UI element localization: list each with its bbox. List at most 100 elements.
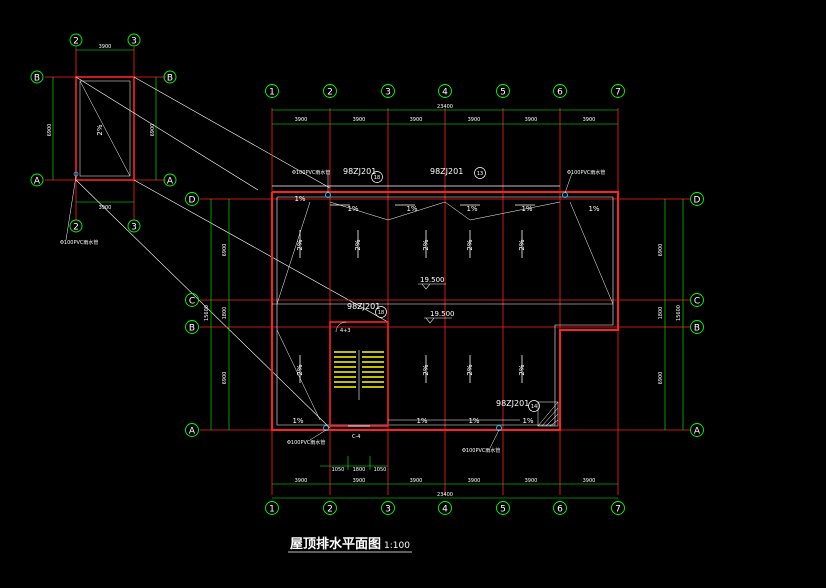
- axis-bubble-4-bottom: 4: [438, 501, 452, 515]
- dim-top-6: 3900: [583, 117, 596, 123]
- axis-bubbles-top: 1 2 3 4 5 6 7: [265, 84, 625, 98]
- axis-bubble-7-bottom: 7: [611, 501, 625, 515]
- dim-top-3: 3900: [410, 117, 423, 123]
- dim-left-1: 6900: [222, 244, 228, 257]
- small-axis-bubble-b-left: B: [30, 70, 44, 84]
- drain-note-2: Φ100PVC雨水管: [567, 169, 605, 176]
- dim-bottom-4: 3900: [468, 478, 481, 484]
- axis-label-4-bottom: 4: [442, 505, 448, 515]
- ridge-diagonal-1: [276, 201, 311, 305]
- axis-label-2-bottom: 2: [327, 505, 333, 515]
- axis-bubble-1-top: 1: [265, 84, 279, 98]
- axis-label-d-right: D: [694, 196, 701, 206]
- axis-label-1-top: 1: [269, 88, 275, 98]
- axis-label-3-bottom: 3: [385, 505, 391, 515]
- axis-label-7-top: 7: [615, 88, 621, 98]
- elevation-mark-2: 19.500: [424, 310, 455, 324]
- axis-bubble-6-bottom: 6: [553, 501, 567, 515]
- dim-left-3: 6900: [222, 372, 228, 385]
- small-width-dim-top: 3900: [99, 44, 112, 50]
- ridge-diagonal-3: [387, 201, 446, 221]
- dim-top-2: 3900: [353, 117, 366, 123]
- small-height-dim-right: 6900: [150, 124, 156, 137]
- slope-vertical-1: 2%: [296, 239, 304, 250]
- slope-top-3: 1%: [406, 205, 417, 213]
- elevation-mark-1: 19.500: [418, 276, 446, 290]
- axis-bubble-4-top: 4: [438, 84, 452, 98]
- axis-label-4-top: 4: [442, 88, 448, 98]
- detail-ref-4-text: 98ZJ201: [496, 399, 529, 408]
- roof-drains: [309, 172, 573, 449]
- drain-note-1: Φ100PVC雨水管: [292, 169, 330, 176]
- axis-bubble-a-right: A: [690, 423, 704, 437]
- dim-right-2: 1800: [658, 307, 664, 320]
- slope-vertical-3: 2%: [422, 239, 430, 250]
- axis-label-c-right: C: [694, 297, 700, 307]
- slope-vertical-6: 2%: [296, 364, 304, 375]
- small-axis-label-2-top: 2: [73, 37, 79, 47]
- elevation-label-1: 19.500: [420, 276, 445, 284]
- axis-label-a-right: A: [694, 427, 701, 437]
- dim-bottom-2: 3900: [353, 478, 366, 484]
- small-axis-label-3-bottom: 3: [131, 223, 137, 233]
- door-dim-1: 1050: [332, 467, 345, 473]
- detail-ref-3-num: 18: [378, 310, 384, 316]
- axis-label-d-left: D: [189, 196, 196, 206]
- detail-ref-4: 98ZJ201 14: [496, 399, 540, 412]
- roof-hatch: [537, 401, 559, 427]
- dim-bottom-1: 3900: [295, 478, 308, 484]
- axis-label-5-top: 5: [500, 88, 506, 98]
- slope-bottom-1: 1%: [292, 417, 303, 425]
- detail-ref-2-num: 18: [374, 175, 380, 181]
- dim-top-1: 3900: [295, 117, 308, 123]
- door-dim-3: 1050: [374, 467, 387, 473]
- axis-label-5-bottom: 5: [500, 505, 506, 515]
- dim-top-5: 3900: [525, 117, 538, 123]
- axis-bubble-7-top: 7: [611, 84, 625, 98]
- axis-label-2-top: 2: [327, 88, 333, 98]
- dim-bottom-6: 3900: [583, 478, 596, 484]
- dim-right-total: 15600: [676, 305, 682, 321]
- slope-top-6: 1%: [588, 205, 599, 213]
- dim-bottom-5: 3900: [525, 478, 538, 484]
- drawing-title: 屋顶排水平面图: [290, 536, 381, 552]
- detail-ref-2-text: 98ZJ201: [343, 167, 376, 176]
- ridge-diagonal-7: [276, 329, 321, 421]
- parapet-inner-line: [276, 196, 614, 426]
- projection-line-4: [133, 179, 389, 323]
- axis-bubble-c-right: C: [690, 293, 704, 307]
- stair-treads: [334, 351, 384, 388]
- small-drain-note: Φ100PVC雨水管: [60, 239, 98, 246]
- elevation-label-2: 19.500: [430, 310, 455, 318]
- detail-ref-3-text: 98ZJ201: [347, 302, 380, 311]
- axis-bubble-b-right: B: [690, 320, 704, 334]
- slope-bottom-4: 1%: [522, 417, 533, 425]
- slope-top-4: 1%: [466, 205, 477, 213]
- small-axis-label-a-right: A: [167, 177, 174, 187]
- small-axis-bubble-3-bottom: 3: [127, 219, 141, 233]
- projection-line-2: [133, 76, 331, 189]
- small-axis-label-a-left: A: [34, 177, 41, 187]
- small-axis-label-2-bottom: 2: [73, 223, 79, 233]
- axis-label-1-bottom: 1: [269, 505, 275, 515]
- slope-top-1: 1%: [294, 195, 305, 203]
- small-axis-label-3-top: 3: [131, 37, 137, 47]
- axis-bubble-b-left: B: [185, 320, 199, 334]
- projection-lines: [75, 76, 389, 429]
- axis-label-6-top: 6: [557, 88, 563, 98]
- axis-bubble-a-left: A: [185, 423, 199, 437]
- dim-left-total: 15600: [204, 305, 210, 321]
- axis-bubble-5-top: 5: [496, 84, 510, 98]
- dim-top-4: 3900: [468, 117, 481, 123]
- stair-note: 4+3: [340, 328, 351, 334]
- small-parapet-line: [79, 80, 131, 177]
- detail-ref-2: 98ZJ201 18: [343, 167, 383, 183]
- axis-bubble-1-bottom: 1: [265, 501, 279, 515]
- axis-label-3-top: 3: [385, 88, 391, 98]
- axis-label-c-left: C: [189, 297, 195, 307]
- detail-ref-1-text: 98ZJ201: [430, 167, 463, 176]
- small-axis-bubble-2-top: 2: [69, 33, 83, 47]
- small-axis-bubble-2-bottom: 2: [69, 219, 83, 233]
- slope-top-2: 1%: [347, 205, 358, 213]
